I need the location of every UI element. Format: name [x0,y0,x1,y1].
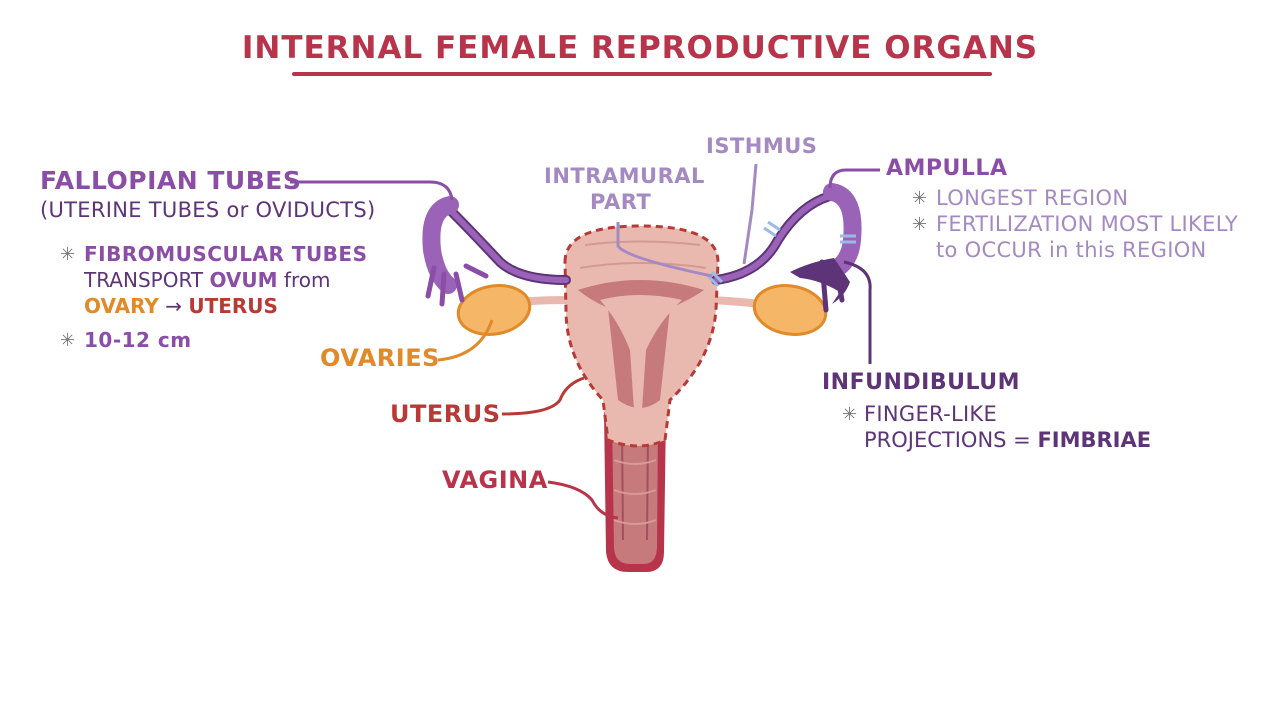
transport-ovum-line: TRANSPORT OVUM from [84,268,330,292]
page-title: INTERNAL FEMALE REPRODUCTIVE ORGANS [241,30,1039,66]
occur-region-text: to OCCUR in this REGION [936,238,1207,262]
uterus-shape [563,224,720,448]
bullet-icon: ✳ [842,404,858,425]
ovaries-leader-line [437,319,494,362]
title-underline [292,72,992,76]
uterus-leader-line [501,376,585,416]
ovary-text: OVARY [84,294,159,318]
ampulla-label: AMPULLA [886,156,1008,181]
from-text: from [277,268,331,292]
ovaries-label: OVARIES [320,344,440,372]
isthmus-leader-line [742,163,758,265]
vagina-label: VAGINA [442,466,548,494]
transport-text: TRANSPORT [84,268,210,292]
fallopian-tubes-subtitle: (UTERINE TUBES or OVIDUCTS) [40,198,376,222]
intramural-label: INTRAMURAL [544,164,705,188]
infundibulum-label: INFUNDIBULUM [822,370,1020,395]
finger-like-text: FINGER-LIKE [864,402,998,426]
intramural-leader-line [616,222,713,278]
intramural-part-label: PART [590,190,652,214]
left-fallopian-tube-shape [422,196,571,307]
projections-line: PROJECTIONS = FIMBRIAE [864,428,1151,452]
bullet-icon: ✳ [912,188,928,209]
ampulla-leader-line [828,168,880,189]
fertilization-text: FERTILIZATION MOST LIKELY [936,212,1239,236]
left-ovary-shape [456,284,571,336]
infundibulum-leader-line [843,260,872,364]
bullet-icon: ✳ [60,244,76,265]
ovum-text: OVUM [209,268,278,292]
bullet-icon: ✳ [60,330,76,351]
right-fallopian-tube-shape [706,183,862,313]
bullet-icon: ✳ [912,214,928,235]
ovary-to-uterus-line: OVARY → UTERUS [84,294,278,318]
projections-text: PROJECTIONS = [864,428,1038,452]
isthmus-label: ISTHMUS [706,134,818,158]
length-text: 10-12 cm [84,328,192,352]
fallopian-tubes-label: FALLOPIAN TUBES [40,166,302,195]
right-ovary-shape [711,284,828,336]
fimbriae-text: FIMBRIAE [1037,428,1152,452]
vagina-leader-line [547,480,619,520]
fallopian-leader-line [290,180,454,201]
longest-region-text: LONGEST REGION [936,186,1129,210]
fibromuscular-text: FIBROMUSCULAR TUBES [84,242,368,266]
arrow-text: → [158,294,189,318]
vagina-shape [604,412,666,572]
uterus-label: UTERUS [390,400,501,428]
uterus-text: UTERUS [188,294,278,318]
